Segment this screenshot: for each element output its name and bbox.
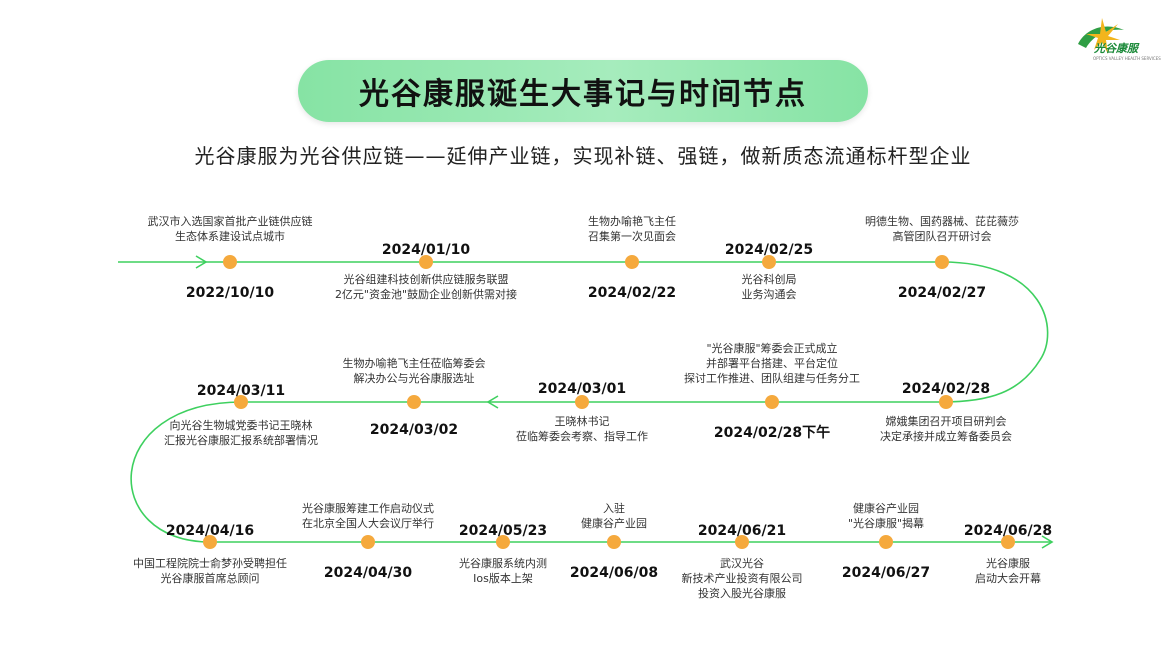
event-description-line: 健康谷产业园 <box>581 517 647 530</box>
event-description-line: 生物办喻艳飞主任莅临筹委会 <box>342 357 486 370</box>
event-description-line: 解决办公与光谷康服选址 <box>353 372 475 385</box>
brand-logo <box>1078 18 1124 54</box>
event-description-line: 并部署平台搭建、平台定位 <box>706 357 838 370</box>
event-date: 2024/02/27 <box>897 285 987 301</box>
event-description-line: 光谷康服 <box>986 557 1030 570</box>
event-description-line: 高管团队召开研讨会 <box>892 230 992 243</box>
event-description-line: 莅临筹委会考察、指导工作 <box>516 430 648 443</box>
event-description-line: 健康谷产业园 <box>853 502 919 515</box>
event-description: 光谷康服启动大会开幕 <box>975 556 1041 586</box>
timeline-dot <box>496 535 510 549</box>
event-description-line: "光谷康服"揭幕 <box>847 517 925 530</box>
event-description: 入驻健康谷产业园 <box>581 501 647 531</box>
event-description: 武汉光谷新技术产业投资有限公司投资入股光谷康服 <box>682 556 803 601</box>
event-description: 嫦娥集团召开项目研判会决定承接并成立筹备委员会 <box>880 414 1012 444</box>
page-title: 光谷康服诞生大事记与时间节点 <box>298 60 868 122</box>
event-description-line: 新技术产业投资有限公司 <box>681 572 803 585</box>
event-date: 2024/06/28 <box>963 523 1053 539</box>
event-description-line: 明德生物、国药器械、芘芘薇莎 <box>865 215 1019 228</box>
event-description: 生物办喻艳飞主任莅临筹委会解决办公与光谷康服选址 <box>343 356 486 386</box>
timeline-dot <box>765 395 779 409</box>
event-date: 2024/03/02 <box>369 422 459 438</box>
event-description-line: 王晓林书记 <box>554 415 610 428</box>
event-date: 2024/06/08 <box>569 565 659 581</box>
event-description-line: 中国工程院院士俞梦孙受聘担任 <box>133 557 287 570</box>
event-description-line: 启动大会开幕 <box>975 572 1041 585</box>
event-description-line: 武汉光谷 <box>720 557 764 570</box>
event-description-line: Ios版本上架 <box>473 572 533 585</box>
event-description-line: 投资入股光谷康服 <box>698 587 786 600</box>
event-date: 2024/05/23 <box>458 523 548 539</box>
timeline-dot <box>735 535 749 549</box>
timeline-dot <box>762 255 776 269</box>
event-date: 2024/03/11 <box>196 383 286 399</box>
event-description-line: 入驻 <box>603 502 625 515</box>
event-description-line: 向光谷生物城党委书记王晓林 <box>169 419 313 432</box>
event-description-line: 生态体系建设试点城市 <box>175 230 285 243</box>
event-date: 2024/02/22 <box>587 285 677 301</box>
event-date: 2024/06/27 <box>841 565 931 581</box>
event-date: 2024/06/21 <box>697 523 787 539</box>
event-description-line: 探讨工作推进、团队组建与任务分工 <box>684 372 860 385</box>
event-description-line: 业务沟通会 <box>741 288 797 301</box>
timeline-dot <box>935 255 949 269</box>
event-date: 2024/02/28下午 <box>713 425 831 441</box>
event-description: 光谷康服筹建工作启动仪式在北京全国人大会议厅举行 <box>302 501 434 531</box>
brand-logo-tagline: OPTICS VALLEY HEALTH SERVICES <box>1093 56 1161 61</box>
brand-logo-name: 光谷康服 <box>1094 42 1138 55</box>
timeline-dot <box>361 535 375 549</box>
event-description: 中国工程院院士俞梦孙受聘担任光谷康服首席总顾问 <box>133 556 287 586</box>
event-description-line: 光谷康服首席总顾问 <box>160 572 260 585</box>
event-description-line: 光谷康服筹建工作启动仪式 <box>302 502 434 515</box>
event-description: "光谷康服"筹委会正式成立并部署平台搭建、平台定位探讨工作推进、团队组建与任务分… <box>684 341 860 386</box>
event-description-line: 光谷康服系统内测 <box>459 557 547 570</box>
timeline-dot <box>575 395 589 409</box>
event-description-line: 召集第一次见面会 <box>588 230 676 243</box>
timeline-dot <box>939 395 953 409</box>
timeline-dot <box>879 535 893 549</box>
event-description-line: 嫦娥集团召开项目研判会 <box>885 415 1007 428</box>
timeline-dot <box>234 395 248 409</box>
event-description-line: 2亿元"资金池"鼓励企业创新供需对接 <box>334 288 518 301</box>
timeline-dot <box>203 535 217 549</box>
timeline-dot <box>625 255 639 269</box>
timeline-arrow-1 <box>195 255 208 269</box>
event-description-line: 武汉市入选国家首批产业链供应链 <box>147 215 313 228</box>
event-description-line: 生物办喻艳飞主任 <box>588 215 676 228</box>
event-description: 光谷科创局业务沟通会 <box>742 272 797 302</box>
event-date: 2024/02/28 <box>901 381 991 397</box>
event-description: 光谷组建科技创新供应链服务联盟 2亿元"资金池"鼓励企业创新供需对接 <box>335 272 517 302</box>
event-description-line: "光谷康服"筹委会正式成立 <box>706 342 838 355</box>
event-description: 生物办喻艳飞主任召集第一次见面会 <box>588 214 676 244</box>
event-date: 2024/04/16 <box>165 523 255 539</box>
event-date: 2024/02/25 <box>724 242 814 258</box>
event-date: 2022/10/10 <box>185 285 275 301</box>
event-description: 明德生物、国药器械、芘芘薇莎高管团队召开研讨会 <box>865 214 1019 244</box>
event-description-line: 在北京全国人大会议厅举行 <box>302 517 434 530</box>
event-description: 武汉市入选国家首批产业链供应链生态体系建设试点城市 <box>148 214 313 244</box>
event-description: 健康谷产业园 "光谷康服"揭幕 <box>848 501 924 531</box>
event-description-line: 光谷科创局 <box>741 273 797 286</box>
timeline-dot <box>419 255 433 269</box>
page-subtitle: 光谷康服为光谷供应链——延伸产业链，实现补链、强链，做新质态流通标杆型企业 <box>194 144 972 168</box>
event-description-line: 汇报光谷康服汇报系统部署情况 <box>164 434 318 447</box>
timeline-dot <box>1001 535 1015 549</box>
timeline-dot <box>407 395 421 409</box>
timeline-dot <box>607 535 621 549</box>
event-date: 2024/03/01 <box>537 381 627 397</box>
event-description: 光谷康服系统内测 Ios版本上架 <box>459 556 547 586</box>
timeline-arrow-2 <box>486 395 499 409</box>
timeline-arrow-3 <box>1041 535 1054 549</box>
event-description: 向光谷生物城党委书记王晓林汇报光谷康服汇报系统部署情况 <box>164 418 318 448</box>
event-description-line: 光谷组建科技创新供应链服务联盟 <box>343 273 509 286</box>
event-description-line: 决定承接并成立筹备委员会 <box>880 430 1012 443</box>
event-description: 王晓林书记莅临筹委会考察、指导工作 <box>516 414 648 444</box>
timeline-dot <box>223 255 237 269</box>
event-date: 2024/01/10 <box>381 242 471 258</box>
timeline-line <box>118 261 1052 543</box>
event-date: 2024/04/30 <box>323 565 413 581</box>
